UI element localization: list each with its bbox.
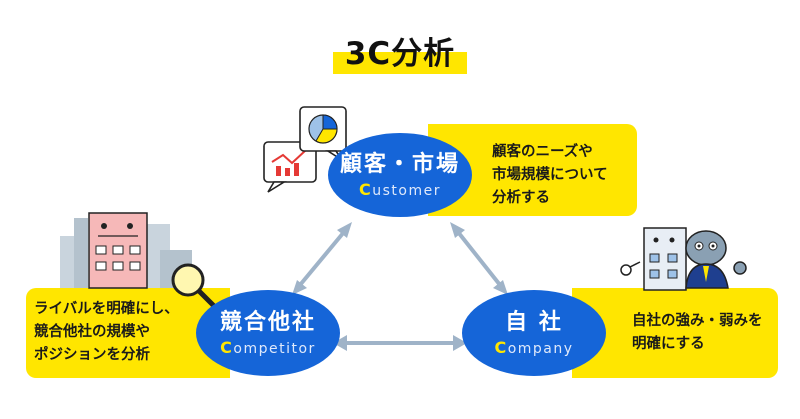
- competitor-description-box: ライバルを明確にし、 競合他社の規模や ポジションを分析: [26, 288, 230, 378]
- customer-en-rest: ustomer: [372, 182, 441, 199]
- node-competitor: 競合他社 Competitor: [196, 290, 340, 376]
- customer-desc-line: 市場規模について: [492, 167, 608, 183]
- company-building-icon: [620, 227, 687, 291]
- company-jp-label: 自 社: [505, 309, 563, 335]
- arrow-customer-competitor: [292, 222, 352, 295]
- customer-en-label: Customer: [359, 179, 441, 200]
- title-highlight: [333, 52, 467, 74]
- competitor-desc-line: ライバルを明確にし、: [34, 301, 179, 317]
- node-customer: 顧客・市場 Customer: [328, 133, 472, 217]
- magnifier-building-icon: [60, 212, 219, 311]
- chart-bubble-icon: [263, 141, 317, 193]
- company-desc-line: 明確にする: [632, 336, 705, 352]
- diagram-title: 3C分析: [344, 36, 456, 72]
- competitor-en-label: Competitor: [220, 337, 316, 358]
- node-company: 自 社 Company: [462, 290, 606, 376]
- company-desc-line: 自社の強み・弱みを: [632, 313, 763, 329]
- arrow-competitor-company: [333, 335, 467, 351]
- company-description-box: 自社の強み・弱みを 明確にする: [572, 288, 778, 378]
- company-en-initial: C: [494, 337, 508, 357]
- customer-desc-line: 顧客のニーズや: [492, 144, 593, 160]
- customer-desc-line: 分析する: [492, 190, 550, 206]
- competitor-en-initial: C: [220, 337, 234, 357]
- competitor-jp-label: 競合他社: [219, 309, 316, 335]
- company-en-rest: ompany: [507, 340, 574, 357]
- customer-en-initial: C: [359, 179, 373, 199]
- arrow-customer-company: [450, 222, 508, 295]
- mascot-character-icon: [685, 230, 747, 289]
- competitor-en-rest: ompetitor: [233, 340, 316, 357]
- competitor-desc-line: ポジションを分析: [34, 347, 150, 363]
- customer-jp-label: 顧客・市場: [339, 151, 460, 177]
- company-en-label: Company: [494, 337, 574, 358]
- competitor-desc-line: 競合他社の規模や: [34, 324, 150, 340]
